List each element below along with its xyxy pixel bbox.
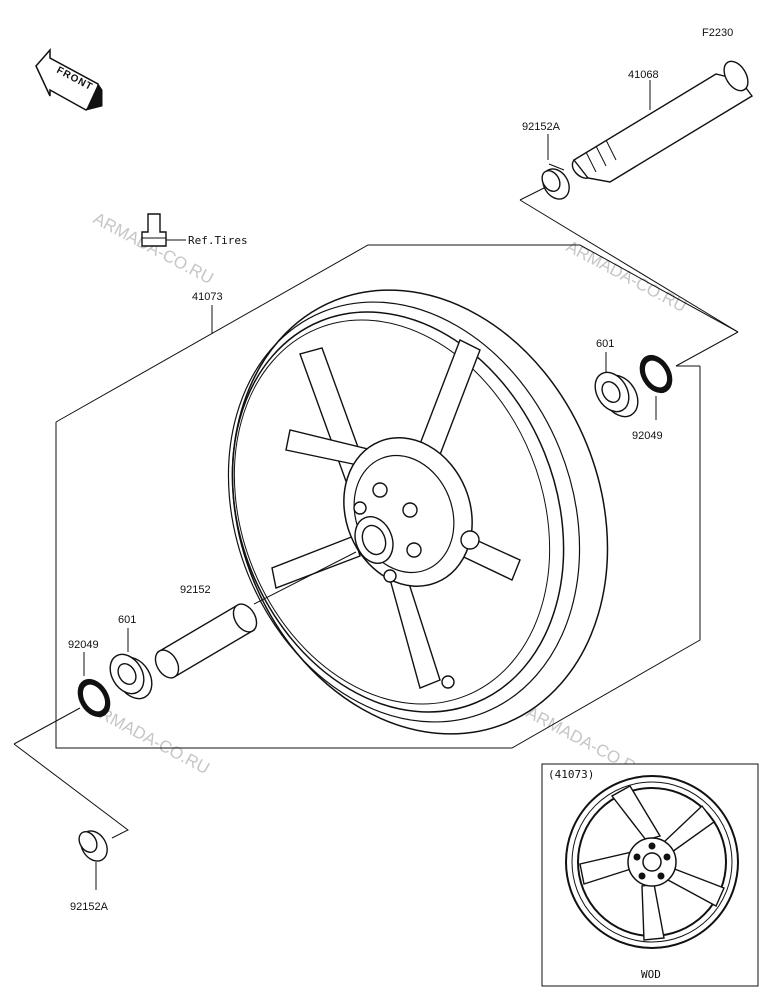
bearing-left-part [109, 653, 153, 700]
seal-left-part [77, 678, 111, 718]
valve-icon [141, 213, 167, 247]
label-bearing-left: 601 [118, 614, 136, 626]
spacer-part [154, 603, 258, 679]
label-spacer: 92152 [180, 584, 211, 596]
watermark: ARMADA-CO.RU [563, 237, 690, 316]
wheel-part [227, 289, 609, 735]
label-bearing-right: 601 [596, 338, 614, 350]
inset-wheel-icon [565, 775, 739, 949]
inset-variant-box: (41073) WOD [541, 763, 759, 987]
leader-line [253, 551, 357, 605]
label-seal-left: 92049 [68, 639, 99, 651]
inset-ref-label: (41073) [548, 768, 594, 781]
label-wheel: 41073 [192, 291, 223, 303]
collar-bottom-part [78, 830, 108, 862]
label-collar-bottom: 92152A [70, 901, 109, 913]
inset-caption: WOD [641, 968, 661, 981]
label-seal-right: 92049 [632, 430, 663, 442]
label-collar-top: 92152A [522, 121, 561, 133]
bearing-right-part [594, 371, 639, 418]
leader-line [13, 707, 129, 839]
front-arrow-icon: FRONT [35, 48, 103, 111]
collar-top-part [541, 163, 570, 200]
axle-part [571, 60, 754, 183]
label-valve-ref: Ref.Tires [188, 234, 248, 247]
label-axle: 41068 [628, 69, 659, 81]
seal-right-part [639, 354, 673, 394]
diagram-code: F2230 [702, 27, 733, 39]
